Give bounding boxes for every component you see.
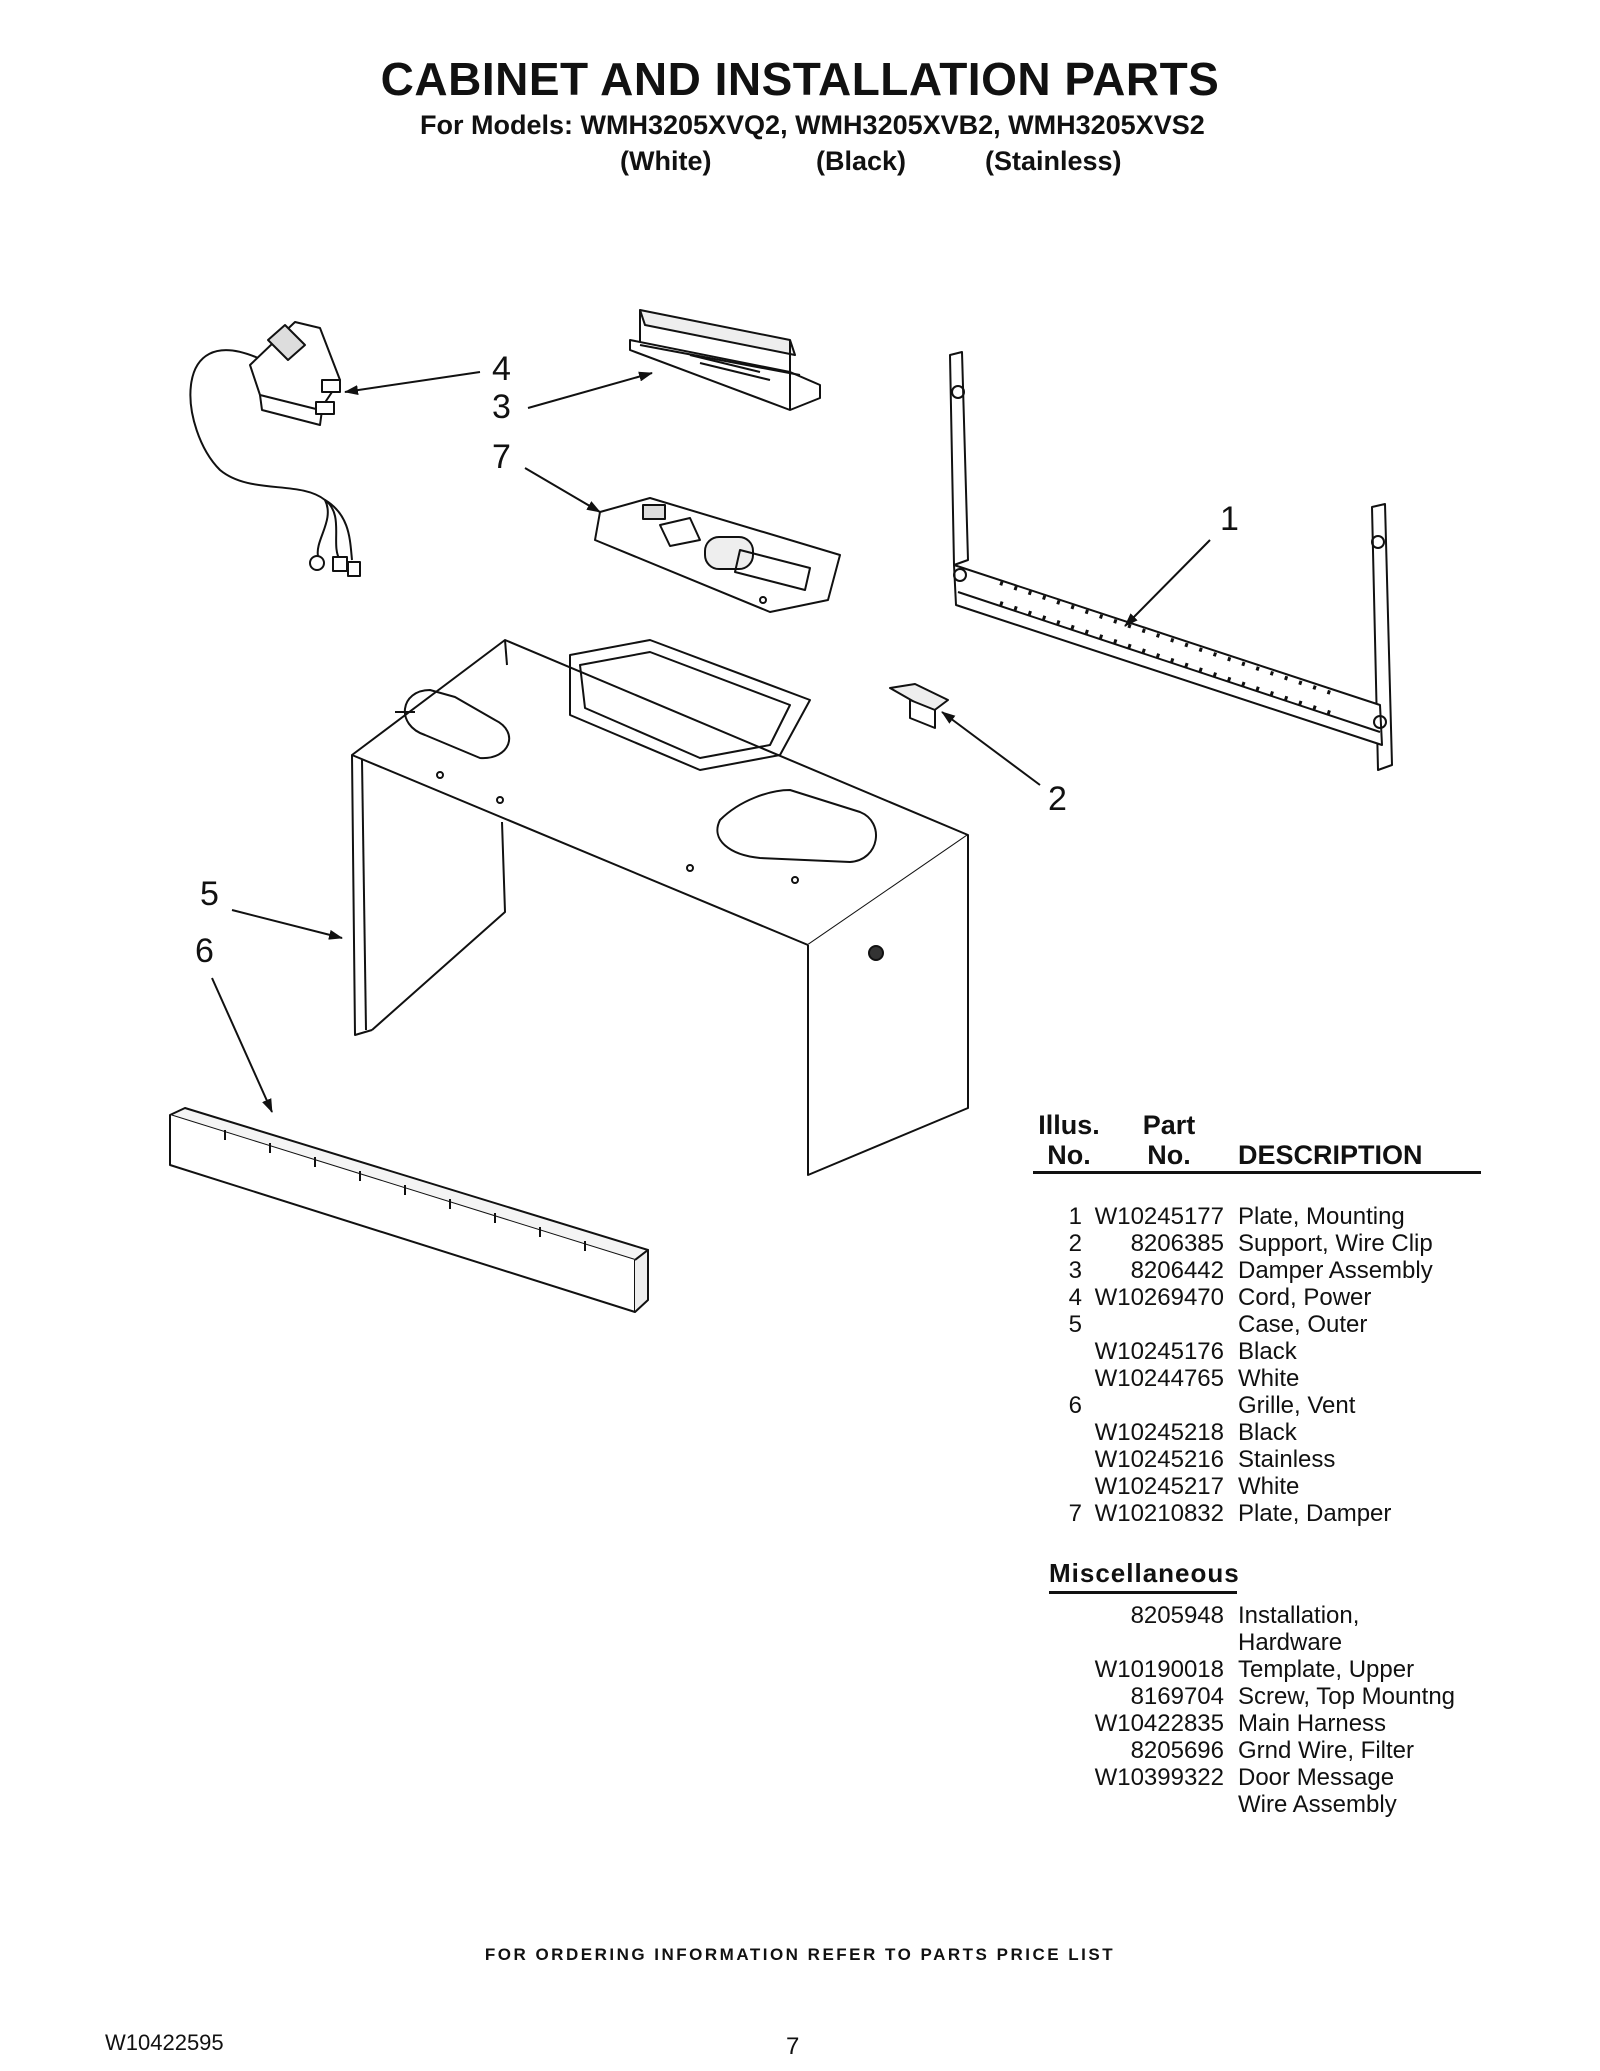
callout-6: 6	[195, 932, 214, 970]
callout-1: 1	[1220, 500, 1239, 538]
callout-5: 5	[200, 875, 219, 913]
power-cord-part	[189, 321, 361, 577]
callout-7: 7	[492, 438, 511, 476]
damper-plate-part	[594, 497, 841, 613]
damper-assembly-part	[629, 309, 821, 411]
callout-2: 2	[1048, 780, 1067, 818]
page-number: 7	[786, 2033, 800, 2060]
wire-clip-support-part	[889, 683, 949, 729]
callout-4: 4	[492, 350, 511, 388]
mounting-plate-part	[949, 351, 1393, 771]
header-description: DESCRIPTION	[1238, 1140, 1423, 1170]
document-number: W10422595	[105, 2030, 224, 2055]
header-illus-no: Illus. No.	[1038, 1110, 1100, 1170]
outer-case-part	[351, 639, 969, 1176]
header-part-no: Part No.	[1142, 1110, 1196, 1170]
color-white: (White)	[620, 146, 712, 176]
callout-3: 3	[492, 388, 511, 426]
color-black: (Black)	[816, 146, 907, 176]
miscellaneous-rule	[1049, 1591, 1237, 1594]
ordering-note: FOR ORDERING INFORMATION REFER TO PARTS …	[484, 1945, 1116, 1964]
vent-grille-part	[169, 1107, 649, 1313]
table-header-rule	[1033, 1171, 1481, 1174]
page-title: CABINET AND INSTALLATION PARTS	[380, 53, 1220, 105]
miscellaneous-heading: Miscellaneous	[1049, 1558, 1240, 1588]
model-list: For Models: WMH3205XVQ2, WMH3205XVB2, WM…	[420, 110, 1205, 140]
color-stainless: (Stainless)	[985, 146, 1122, 176]
